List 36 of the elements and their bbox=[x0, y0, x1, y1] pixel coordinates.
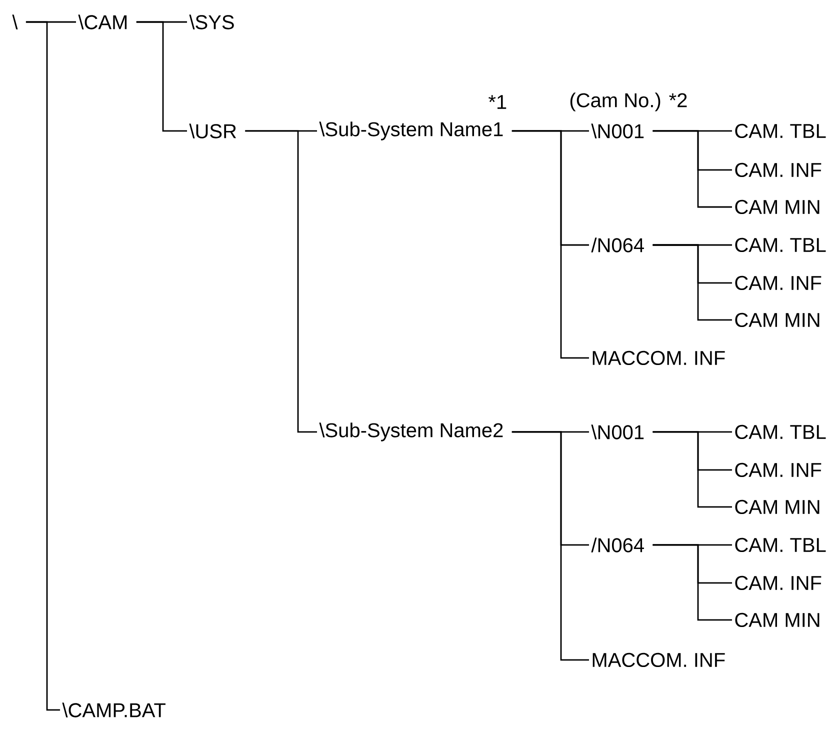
tree-connector bbox=[512, 130, 589, 359]
path-label: CAM. TBL bbox=[735, 238, 826, 252]
note-label: (Cam No.) *2 bbox=[570, 92, 687, 112]
path-label: CAM. INF bbox=[735, 276, 822, 290]
path-label: CAM. TBL bbox=[735, 124, 826, 138]
path-label: MACCOM. INF bbox=[592, 350, 725, 366]
path-label: CAM. INF bbox=[735, 576, 822, 590]
path-label: CAM. TBL bbox=[735, 538, 826, 552]
path-label: \SYS bbox=[189, 14, 234, 30]
path-label: /N064 bbox=[591, 238, 644, 252]
path-label: \ bbox=[12, 14, 18, 30]
path-label: MACCOM. INF bbox=[592, 652, 725, 668]
path-label: \N001 bbox=[591, 424, 644, 440]
path-label: /N064 bbox=[591, 538, 644, 552]
tree-connector bbox=[652, 544, 732, 621]
path-label: CAM MIN bbox=[735, 312, 820, 328]
path-label: CAM. INF bbox=[735, 162, 822, 178]
tree-connector bbox=[512, 431, 589, 661]
path-label: \USR bbox=[189, 124, 236, 138]
path-label: CAM MIN bbox=[735, 612, 820, 628]
tree-connector bbox=[652, 244, 732, 321]
path-label: \CAM bbox=[78, 14, 127, 30]
path-label: \N001 bbox=[591, 124, 644, 138]
path-label: CAM MIN bbox=[735, 500, 820, 514]
path-label: \Sub-System Name1 bbox=[319, 122, 503, 140]
path-label: CAM MIN bbox=[735, 200, 820, 214]
tree-connector bbox=[245, 130, 317, 433]
path-label: CAM. TBL bbox=[735, 424, 826, 440]
path-label: \Sub-System Name2 bbox=[319, 422, 503, 442]
tree-connector bbox=[652, 130, 732, 208]
tree-connector bbox=[652, 431, 732, 508]
tree-connector bbox=[136, 21, 187, 132]
path-label: \CAMP.BAT bbox=[62, 702, 166, 718]
path-label: CAM. INF bbox=[735, 462, 822, 478]
note-label: *1 bbox=[488, 95, 506, 109]
tree-connector bbox=[26, 21, 60, 711]
